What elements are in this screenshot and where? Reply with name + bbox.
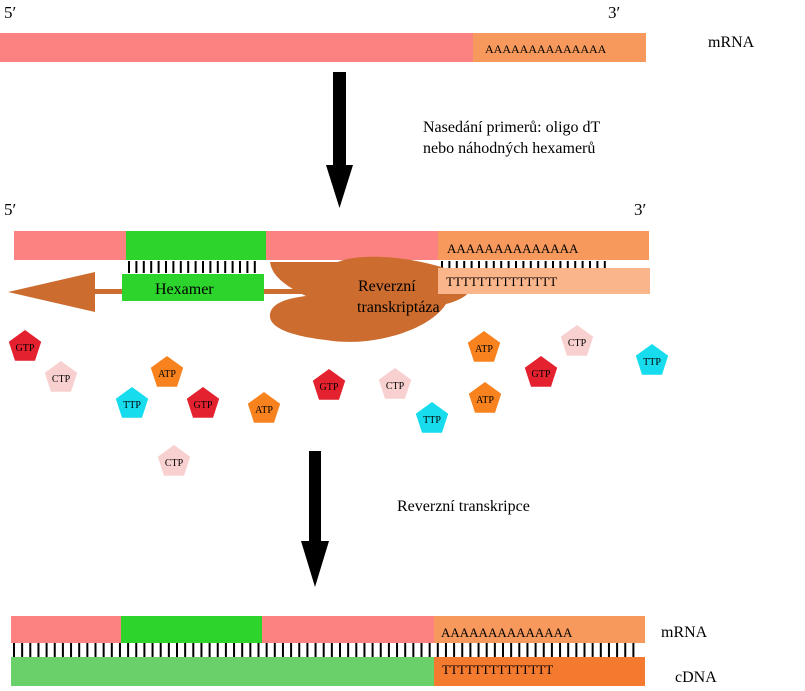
- stage2-three-prime-label: 3′: [634, 200, 646, 219]
- ctp-nucleotide: CTP: [44, 361, 78, 392]
- atp-nucleotide: ATP: [467, 331, 501, 362]
- stage2-annealing: 5′ 3′ AAAAAAAAAAAAAA TTTTTTTTTTTTTT Hexa…: [4, 200, 650, 342]
- nucleotide-label: GTP: [320, 382, 339, 393]
- step1-arrow: [326, 72, 353, 208]
- ttp-nucleotide: TTP: [415, 402, 449, 433]
- stage2-oligo-dt-primer: [438, 268, 650, 294]
- nucleotide-label: ATP: [476, 395, 494, 406]
- nucleotide-pentagon: [8, 330, 42, 361]
- nucleotide-label: CTP: [52, 374, 71, 385]
- nucleotide-pentagon: [560, 325, 594, 356]
- nucleotide-pentagon: [524, 356, 558, 387]
- ctp-nucleotide: CTP: [560, 325, 594, 356]
- stage2-mrna-middle: [266, 231, 438, 260]
- step1-arrow-head: [326, 165, 353, 208]
- nucleotide-label: ATP: [475, 344, 493, 355]
- stage2-mrna-hexamer-site: [126, 231, 266, 260]
- nucleotide-pentagon: [312, 369, 346, 400]
- stage1-five-prime-label: 5′: [4, 3, 16, 22]
- ctp-nucleotide: CTP: [157, 445, 191, 476]
- nucleotide-pentagon: [247, 392, 281, 423]
- step1-arrow-shaft: [333, 72, 346, 167]
- nucleotide-label: GTP: [16, 343, 35, 354]
- stage3-poly-a-tail: [434, 616, 645, 643]
- enzyme-label-line2: transkriptáza: [357, 299, 440, 316]
- hexamer-label: Hexamer: [155, 281, 214, 298]
- nucleotide-pentagon: [635, 344, 669, 375]
- nucleotide-pentagon: [44, 361, 78, 392]
- stage2-mrna-left: [14, 231, 126, 260]
- stage2-five-prime-label: 5′: [4, 200, 16, 219]
- nucleotide-label: TTP: [643, 357, 661, 368]
- nucleotide-label: CTP: [568, 338, 587, 349]
- step2-arrow-head: [301, 541, 329, 587]
- reverse-transcriptase-enzyme: [269, 256, 472, 342]
- gtp-nucleotide: GTP: [312, 369, 346, 400]
- gtp-nucleotide: GTP: [524, 356, 558, 387]
- nucleotide-pentagon: [378, 368, 412, 399]
- stage1-poly-a-tail: [473, 33, 646, 62]
- synthesis-direction-arrowhead: [8, 272, 95, 312]
- free-nucleotides: GTP CTP ATP TTP GTP ATP CTP GTP CTP TTP ATP ATP GTP C…: [8, 325, 669, 476]
- ttp-nucleotide: TTP: [115, 387, 149, 418]
- nucleotide-label: ATP: [255, 405, 273, 416]
- stage3-mrna-left: [11, 616, 121, 643]
- step2-description: Reverzní transkripce: [397, 498, 530, 515]
- nucleotide-pentagon: [186, 387, 220, 418]
- stage3-poly-a-sequence: AAAAAAAAAAAAAA: [441, 625, 573, 640]
- hexamer-primer: [122, 274, 264, 301]
- stage1-mrna-strand: [0, 33, 473, 62]
- atp-nucleotide: ATP: [468, 382, 502, 413]
- nucleotide-pentagon: [467, 331, 501, 362]
- nucleotide-label: CTP: [165, 458, 184, 469]
- stage1-mrna-label: mRNA: [708, 34, 755, 51]
- ctp-nucleotide: CTP: [378, 368, 412, 399]
- stage3-mrna-middle: [262, 616, 434, 643]
- stage2-poly-a-sequence: AAAAAAAAAAAAAA: [447, 241, 579, 256]
- cdna-strand: [11, 657, 434, 686]
- nucleotide-pentagon: [415, 402, 449, 433]
- stage1-mrna: 5′ 3′ AAAAAAAAAAAAAA mRNA: [0, 3, 755, 62]
- nucleotide-label: ATP: [158, 369, 176, 380]
- step2-arrow-shaft: [309, 451, 321, 543]
- gtp-nucleotide: GTP: [186, 387, 220, 418]
- nucleotide-pentagon: [157, 445, 191, 476]
- stage1-poly-a-sequence: AAAAAAAAAAAAAA: [485, 42, 607, 56]
- nucleotide-pentagon: [468, 382, 502, 413]
- stage3-base-pairs: [13, 643, 635, 657]
- atp-nucleotide: ATP: [247, 392, 281, 423]
- stage2-oligo-dt-base-pairs: [441, 261, 606, 268]
- stage3-mrna-hexamer-site: [121, 616, 262, 643]
- nucleotide-label: TTP: [123, 400, 141, 411]
- stage2-hexamer-base-pairs: [128, 261, 256, 273]
- stage2-poly-a-tail: [438, 231, 649, 260]
- stage3-hybrid: AAAAAAAAAAAAAA TTTTTTTTTTTTTT mRNA cDNA: [11, 616, 717, 686]
- stage3-poly-t-sequence: TTTTTTTTTTTTTT: [442, 662, 553, 677]
- step2-arrow: [301, 451, 329, 587]
- step1-description-line2: nebo náhodných hexamerů: [423, 140, 595, 157]
- nucleotide-pentagon: [115, 387, 149, 418]
- step1-description-line1: Nasedání primerů: oligo dT: [423, 119, 601, 136]
- enzyme-label-line1: Reverzní: [358, 278, 416, 295]
- atp-nucleotide: ATP: [150, 356, 184, 387]
- cdna-poly-t-region: [434, 657, 645, 686]
- gtp-nucleotide: GTP: [8, 330, 42, 361]
- stage3-cdna-label: cDNA: [675, 669, 717, 686]
- stage1-three-prime-label: 3′: [608, 3, 620, 22]
- stage2-poly-t-sequence: TTTTTTTTTTTTTT: [446, 274, 557, 289]
- ttp-nucleotide: TTP: [635, 344, 669, 375]
- nucleotide-label: TTP: [423, 415, 441, 426]
- stage3-mrna-label: mRNA: [661, 624, 708, 641]
- nucleotide-label: CTP: [386, 381, 405, 392]
- nucleotide-pentagon: [150, 356, 184, 387]
- nucleotide-label: GTP: [532, 369, 551, 380]
- nucleotide-label: GTP: [194, 400, 213, 411]
